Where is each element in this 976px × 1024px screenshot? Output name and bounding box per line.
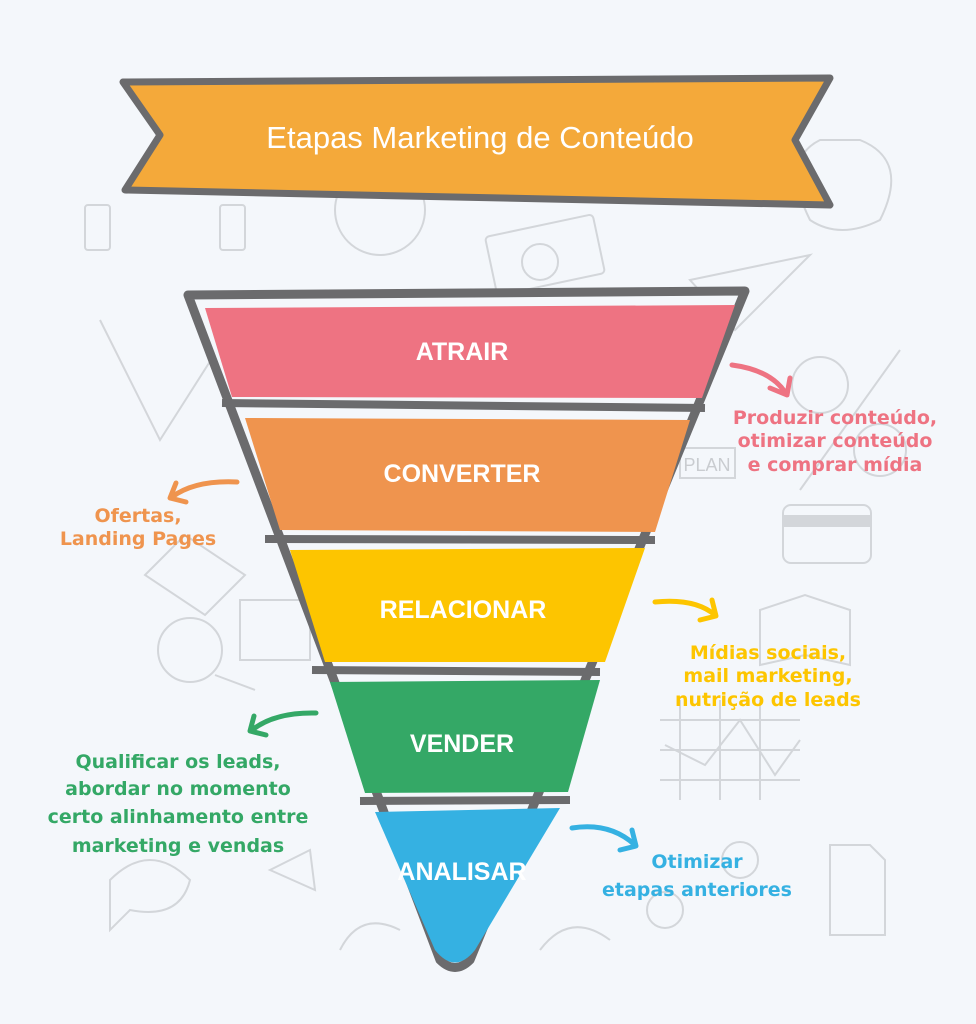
arrow-atrair xyxy=(729,362,793,398)
svg-text:abordar no momento: abordar no momento xyxy=(65,778,291,800)
phone-icon xyxy=(219,204,246,251)
note-atrair: Produzir conteúdo, otimizar conteúdo e c… xyxy=(733,407,937,476)
at-icon xyxy=(721,841,759,879)
svg-text:Otimizar: Otimizar xyxy=(651,851,743,873)
arrow-vender xyxy=(247,710,319,738)
note-converter: Ofertas, Landing Pages xyxy=(60,505,216,550)
credit-card-icon xyxy=(782,504,872,564)
svg-text:Ofertas,: Ofertas, xyxy=(94,505,181,527)
chart-arrow-icon xyxy=(99,319,231,443)
band-label: ANALISAR xyxy=(397,858,526,886)
plan-label: PLAN xyxy=(683,455,730,475)
band-label: CONVERTER xyxy=(384,460,541,488)
svg-text:mail marketing,: mail marketing, xyxy=(683,665,852,687)
speech-bubble-icon xyxy=(109,859,192,933)
stage-vender: VENDER xyxy=(330,680,600,793)
svg-text:certo alinhamento entre: certo alinhamento entre xyxy=(48,806,309,828)
band-analisar xyxy=(375,808,560,963)
magnifier-icon xyxy=(157,617,223,683)
svg-text:Qualificar os leads,: Qualificar os leads, xyxy=(75,751,280,773)
svg-text:e comprar mídia: e comprar mídia xyxy=(748,454,923,476)
note-analisar: Otimizar etapas anteriores xyxy=(602,851,792,901)
background-doodles: PLAN xyxy=(84,139,907,951)
usb-icon xyxy=(143,533,247,617)
svg-text:Produzir conteúdo,: Produzir conteúdo, xyxy=(733,407,937,429)
band-vender xyxy=(330,680,600,793)
arrow-relacionar xyxy=(652,597,719,623)
stage-analisar: ANALISAR xyxy=(375,808,560,963)
svg-text:Landing Pages: Landing Pages xyxy=(60,528,216,550)
note-vender: Qualificar os leads, abordar no momento … xyxy=(48,751,309,857)
line-chart-grid xyxy=(660,700,800,800)
phone-icon xyxy=(84,204,111,251)
arrow-analisar xyxy=(569,824,639,853)
money-icon xyxy=(484,213,606,297)
band-label: VENDER xyxy=(410,730,514,758)
svg-text:Mídias sociais,: Mídias sociais, xyxy=(690,642,846,664)
stage-relacionar: RELACIONAR xyxy=(290,548,645,662)
stage-atrair: ATRAIR xyxy=(205,305,735,398)
svg-text:otimizar conteúdo: otimizar conteúdo xyxy=(738,430,933,452)
page-title: Etapas Marketing de Conteúdo xyxy=(266,120,693,155)
percent-icon xyxy=(791,356,849,414)
code-file-icon xyxy=(829,844,886,936)
note-relacionar: Mídias sociais, mail marketing, nutrição… xyxy=(675,642,861,711)
envelope-icon xyxy=(239,599,311,661)
banner-ribbon xyxy=(119,74,834,209)
stage-converter: CONVERTER xyxy=(245,418,690,532)
band-converter xyxy=(245,418,690,532)
band-label: ATRAIR xyxy=(416,338,509,366)
book-icon xyxy=(759,593,851,667)
band-relacionar xyxy=(290,548,645,662)
lightbulb-icon xyxy=(646,891,684,929)
svg-text:marketing e vendas: marketing e vendas xyxy=(72,835,284,857)
coin-icon xyxy=(521,243,559,281)
title-banner: Etapas Marketing de Conteúdo xyxy=(119,74,834,209)
arrow-doodle xyxy=(267,848,317,892)
arrow-converter xyxy=(167,479,240,505)
svg-text:etapas anteriores: etapas anteriores xyxy=(602,879,792,901)
band-atrair xyxy=(205,305,735,398)
band-label: RELACIONAR xyxy=(380,596,547,624)
svg-text:nutrição de leads: nutrição de leads xyxy=(675,689,861,711)
plan-board xyxy=(679,447,736,479)
